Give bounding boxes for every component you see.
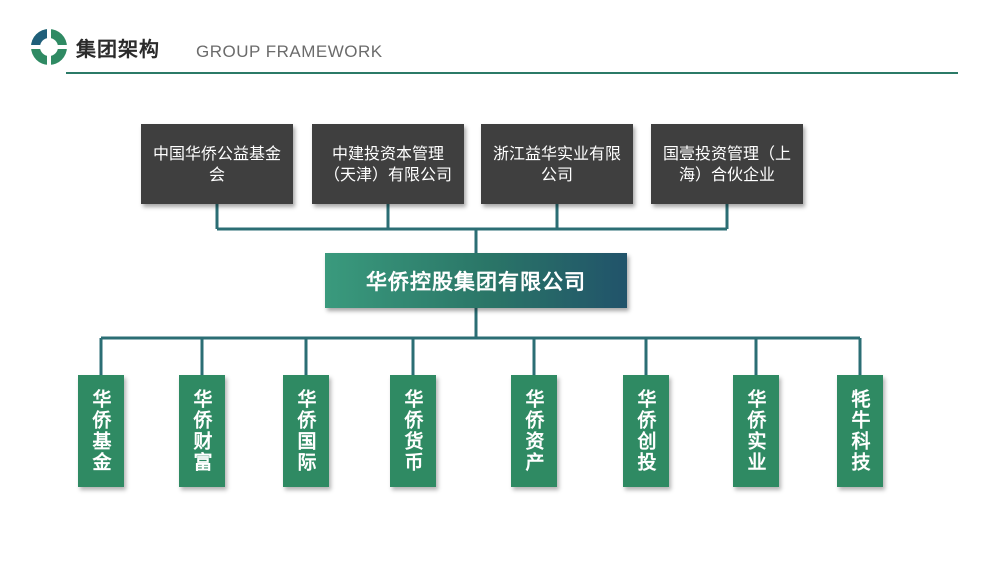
subsidiary-box: 华侨实业 <box>733 375 779 487</box>
subsidiary-box: 华侨财富 <box>179 375 225 487</box>
subsidiary-box: 华侨创投 <box>623 375 669 487</box>
page-title: 集团架构 <box>76 37 160 61</box>
header: 集团架构 GROUP FRAMEWORK <box>0 0 1000 80</box>
shareholder-box: 国壹投资管理（上海）合伙企业 <box>651 124 803 204</box>
shareholder-box: 浙江益华实业有限公司 <box>481 124 633 204</box>
shareholder-box: 中国华侨公益基金会 <box>141 124 293 204</box>
header-divider <box>66 72 958 74</box>
shareholder-box: 中建投资本管理（天津）有限公司 <box>312 124 464 204</box>
group-company-box: 华侨控股集团有限公司 <box>325 253 627 308</box>
page-subtitle: GROUP FRAMEWORK <box>196 42 383 61</box>
subsidiary-box: 华侨货币 <box>390 375 436 487</box>
subsidiary-box: 华侨国际 <box>283 375 329 487</box>
logo-icon <box>31 29 67 65</box>
subsidiary-box: 华侨资产 <box>511 375 557 487</box>
subsidiary-box: 华侨基金 <box>78 375 124 487</box>
subsidiary-box: 牦牛科技 <box>837 375 883 487</box>
